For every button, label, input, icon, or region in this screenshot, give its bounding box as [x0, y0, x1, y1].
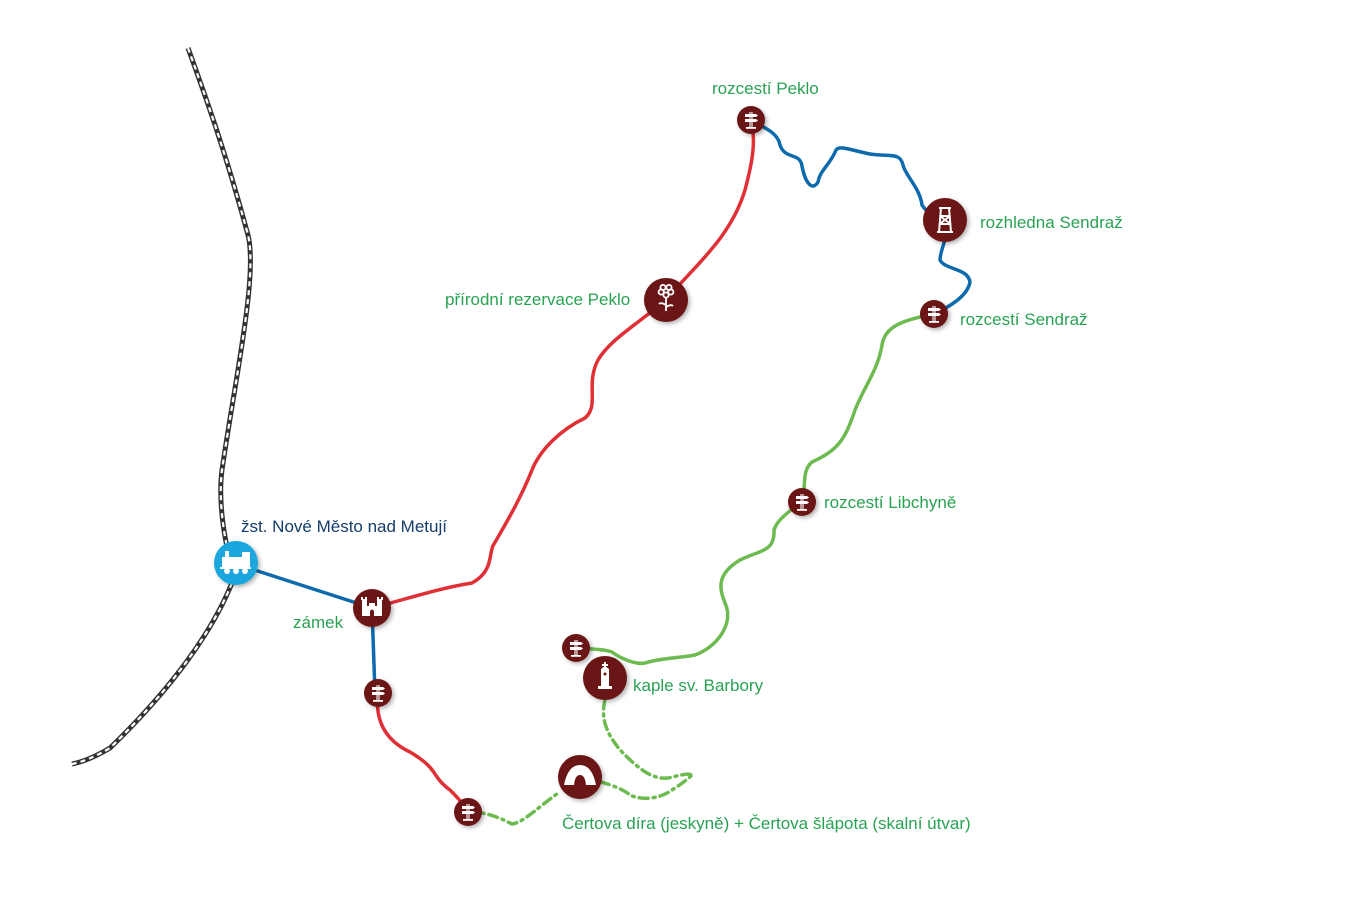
- lookout-tower-icon: [937, 207, 953, 233]
- blue-trail-north: [749, 118, 972, 316]
- zamek-label: zámek: [293, 613, 344, 632]
- lookout-tower-marker[interactable]: [923, 198, 967, 242]
- sendraz-label: rozcestí Sendraž: [960, 310, 1088, 329]
- signpost-peklo[interactable]: [737, 106, 765, 134]
- railway-line: [71, 47, 253, 767]
- green-trail-dashed-cave: [466, 773, 694, 826]
- green-trail-dashed-chapel: [601, 698, 694, 780]
- cave-marker[interactable]: [558, 755, 602, 799]
- signpost-barbora-west[interactable]: [562, 634, 590, 662]
- libchyne-label: rozcestí Libchyně: [824, 493, 957, 512]
- chapel-icon: [598, 662, 612, 689]
- green-trail-main: [574, 312, 936, 666]
- castle-icon: [361, 597, 383, 616]
- castle-marker[interactable]: [353, 589, 391, 627]
- red-trail-north: [370, 118, 756, 610]
- signpost-south-zamek[interactable]: [364, 679, 392, 707]
- flower-icon: [657, 283, 675, 311]
- chapel-marker[interactable]: [583, 656, 627, 700]
- signpost-libchyne[interactable]: [788, 488, 816, 516]
- train-station-marker[interactable]: [214, 541, 258, 585]
- peklo-label: rozcestí Peklo: [712, 79, 819, 98]
- signpost-sendraz[interactable]: [920, 300, 948, 328]
- certova-label: Čertova díra (jeskyně) + Čertova šlápota…: [562, 814, 971, 833]
- cave-icon: [564, 765, 596, 785]
- kaple-label: kaple sv. Barbory: [633, 676, 764, 695]
- nature-reserve-marker[interactable]: [644, 278, 688, 322]
- red-trail-south: [375, 692, 470, 814]
- signpost-certova[interactable]: [454, 798, 482, 826]
- rezervace-label: přírodní rezervace Peklo: [445, 290, 631, 309]
- train-icon: [220, 551, 251, 574]
- rozhledna-label: rozhledna Sendraž: [980, 213, 1123, 232]
- station-label: žst. Nové Město nad Metují: [241, 517, 447, 536]
